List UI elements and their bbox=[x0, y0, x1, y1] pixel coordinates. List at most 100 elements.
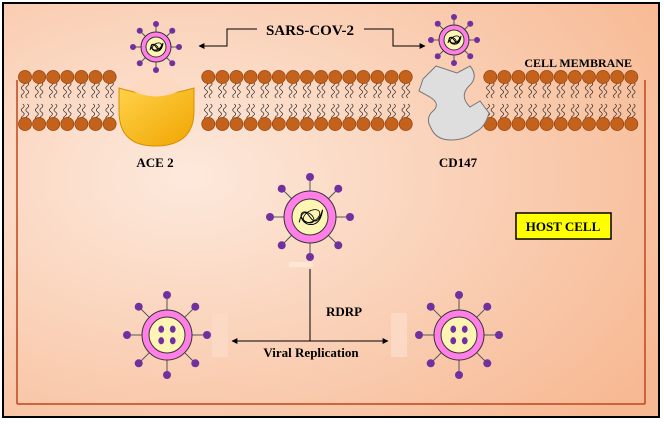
lipid-tail bbox=[392, 103, 396, 121]
lipid-head bbox=[525, 117, 540, 131]
lipid-tail bbox=[406, 103, 410, 121]
lipid-tail bbox=[251, 103, 255, 121]
lipid-tail bbox=[613, 103, 617, 121]
lipid-head bbox=[370, 117, 385, 131]
replicated-genome-dot bbox=[158, 325, 165, 333]
lipid-head bbox=[610, 70, 625, 84]
lipid-tail bbox=[265, 103, 269, 121]
lipid-tail bbox=[25, 103, 30, 121]
lipid-tail bbox=[363, 103, 368, 121]
lipid-tail bbox=[486, 81, 490, 99]
lipid-tail bbox=[321, 81, 326, 99]
lipid-heads bbox=[18, 70, 639, 131]
lipid-tail bbox=[518, 103, 523, 121]
spike-tip bbox=[277, 184, 286, 193]
spike-tip bbox=[467, 53, 474, 60]
spike-tip bbox=[495, 331, 503, 339]
spike-tip bbox=[277, 241, 286, 250]
lipid-head bbox=[46, 117, 61, 131]
lipid-head bbox=[342, 70, 357, 84]
lipid-head bbox=[88, 70, 103, 84]
lipid-head bbox=[74, 70, 89, 84]
faint-mark bbox=[212, 313, 228, 357]
spike-tip bbox=[153, 21, 159, 27]
spike-tip bbox=[123, 331, 131, 339]
faint-mark bbox=[289, 262, 313, 267]
lipid-tail bbox=[67, 81, 72, 99]
lipid-head bbox=[243, 117, 258, 131]
lipid-tail bbox=[603, 81, 608, 99]
lipid-tail bbox=[77, 81, 81, 99]
membrane-label: CELL MEMBRANE bbox=[524, 56, 632, 70]
lipid-head bbox=[356, 70, 371, 84]
lipid-tail bbox=[406, 81, 410, 99]
lipid-head bbox=[356, 117, 371, 131]
lipid-tail bbox=[293, 81, 298, 99]
lipid-tail bbox=[359, 103, 363, 121]
lipid-tail bbox=[617, 103, 622, 121]
spike-tip bbox=[136, 60, 143, 67]
virus-core bbox=[440, 316, 478, 354]
spike-tip bbox=[483, 302, 492, 311]
lipid-tail bbox=[359, 81, 363, 99]
lipid-head bbox=[539, 70, 554, 84]
lipid-tail bbox=[345, 81, 349, 99]
spike-tip bbox=[455, 371, 463, 379]
rdrp-label: RDRP bbox=[326, 304, 362, 319]
lipid-tail bbox=[401, 103, 406, 121]
lipid-head bbox=[18, 117, 32, 131]
lipid-head bbox=[229, 70, 244, 84]
lipid-tail bbox=[335, 81, 340, 99]
lipid-tail bbox=[274, 81, 279, 99]
replicated-genome-dot bbox=[450, 325, 457, 333]
lipid-tail bbox=[570, 81, 575, 99]
lipid-head bbox=[314, 117, 328, 131]
lipid-tail bbox=[34, 103, 39, 121]
spike-tip bbox=[163, 371, 171, 379]
spike-tip bbox=[306, 173, 314, 181]
lipid-tail bbox=[222, 81, 227, 99]
rna-genome-loop bbox=[300, 211, 315, 224]
lipid-tail bbox=[349, 103, 354, 121]
lipid-head bbox=[384, 117, 399, 131]
spike-tip bbox=[426, 302, 435, 311]
sars-cov-2-virus-right bbox=[428, 14, 480, 66]
lipid-tail bbox=[392, 81, 396, 99]
lipid-head bbox=[384, 70, 399, 84]
lipid-tail bbox=[274, 103, 279, 121]
lipid-tail bbox=[288, 81, 293, 99]
sars-cov-2-virus-center bbox=[266, 173, 354, 261]
lipid-tail bbox=[236, 81, 241, 99]
spike-tip bbox=[434, 53, 441, 60]
lipid-tail bbox=[575, 81, 580, 99]
lipid-tail bbox=[603, 103, 608, 121]
lipid-tail bbox=[589, 103, 594, 121]
spike-tip bbox=[203, 331, 211, 339]
lipid-tail bbox=[363, 81, 368, 99]
lipid-tail bbox=[307, 103, 312, 121]
lipid-head bbox=[497, 117, 512, 131]
spike-tip bbox=[346, 213, 354, 221]
lipid-tail bbox=[528, 81, 533, 99]
lipid-tail bbox=[34, 81, 39, 99]
lipid-tail bbox=[49, 81, 53, 99]
arrow-to-ace2-virus bbox=[198, 28, 257, 49]
lipid-tail bbox=[631, 103, 636, 121]
lipid-head bbox=[46, 70, 61, 84]
lipid-tail bbox=[25, 81, 30, 99]
spike-tip bbox=[169, 27, 176, 34]
lipid-head bbox=[610, 117, 625, 131]
lipid-tail bbox=[110, 103, 114, 121]
lipid-head bbox=[596, 70, 610, 84]
lipid-tail bbox=[246, 103, 251, 121]
lipid-tail bbox=[533, 81, 537, 99]
lipid-tail bbox=[518, 81, 523, 99]
lipid-head bbox=[88, 117, 103, 131]
lipid-tail bbox=[302, 81, 307, 99]
lipid-tail bbox=[373, 81, 378, 99]
lipid-head bbox=[102, 70, 117, 84]
replicated-virus-left bbox=[123, 291, 211, 379]
lipid-tail bbox=[533, 103, 537, 121]
lipid-head bbox=[497, 70, 512, 84]
